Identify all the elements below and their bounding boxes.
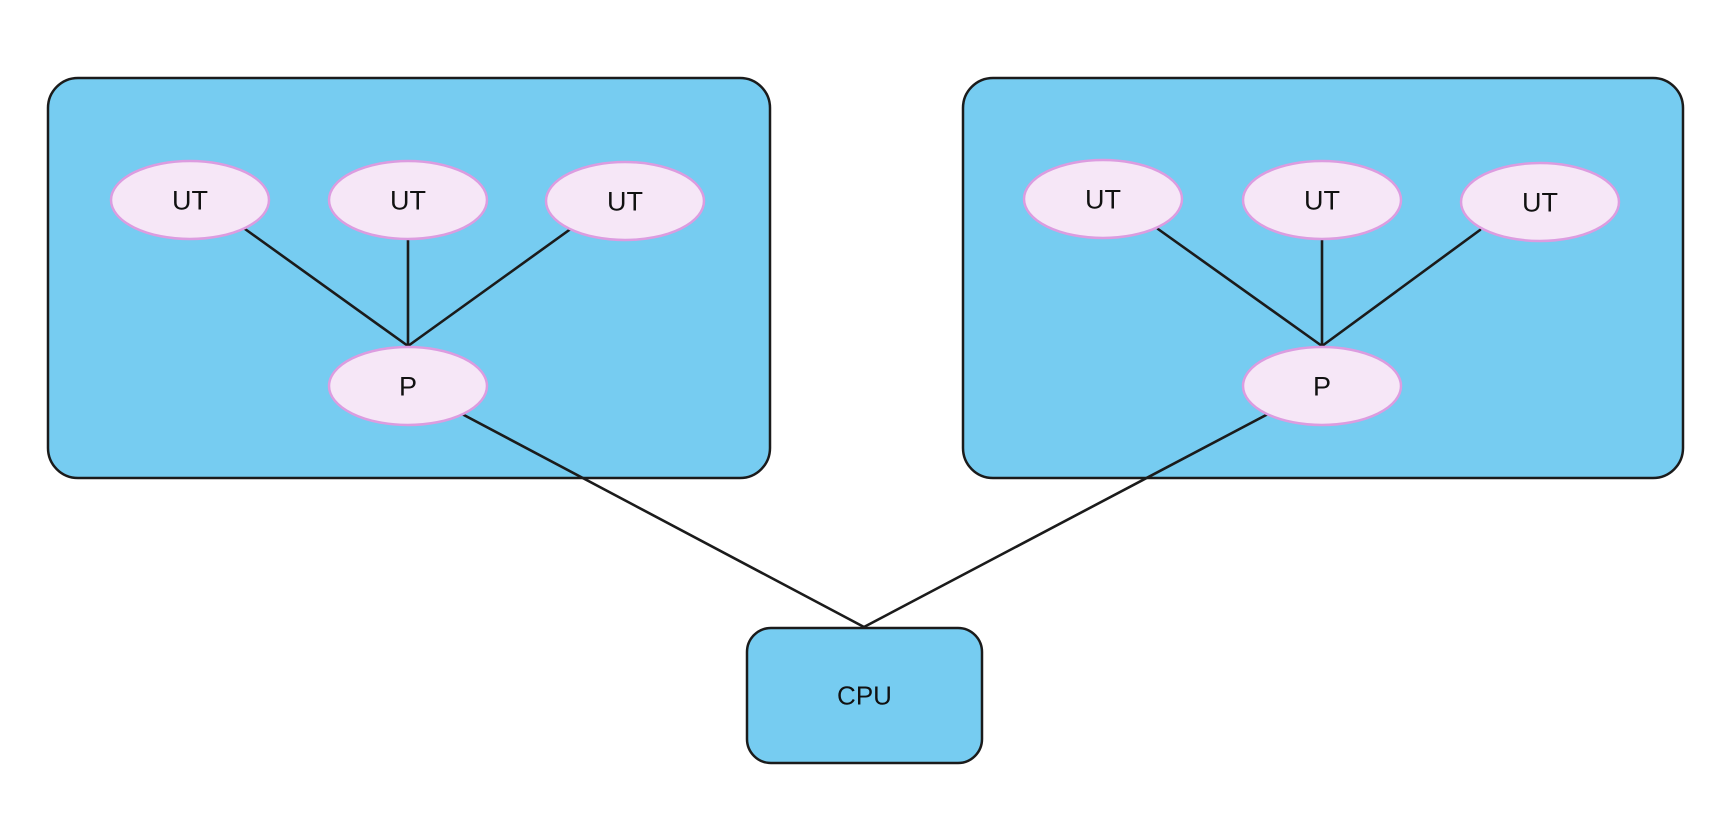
process-node-left xyxy=(327,345,489,427)
user-thread-node-left-3 xyxy=(544,160,706,242)
user-thread-node-right-2 xyxy=(1241,159,1403,241)
user-thread-node-right-3 xyxy=(1459,161,1621,243)
process-node-left-label: P xyxy=(399,371,417,401)
process-node-right-label: P xyxy=(1313,371,1331,401)
edge-right-ut1-to-p xyxy=(1156,227,1324,348)
user-thread-node-right-3-label: UT xyxy=(1522,187,1558,217)
process-node-right xyxy=(1241,345,1403,427)
edge-right-p-to-cpu xyxy=(862,412,1270,629)
edge-left-p-to-cpu xyxy=(460,412,866,629)
user-thread-node-left-1 xyxy=(109,159,271,241)
user-thread-node-right-2-label: UT xyxy=(1304,185,1340,215)
user-thread-node-left-3-label: UT xyxy=(607,186,643,216)
user-thread-node-left-1-label: UT xyxy=(172,185,208,215)
edge-left-ut1-to-p xyxy=(243,227,410,348)
edge-left-ut3-to-p xyxy=(406,226,574,348)
edge-right-ut3-to-p xyxy=(1320,228,1482,348)
cpu-node xyxy=(745,626,984,765)
user-thread-node-left-2 xyxy=(327,159,489,241)
user-thread-node-right-1-label: UT xyxy=(1085,184,1121,214)
user-thread-node-right-1 xyxy=(1022,158,1184,240)
cpu-node-label: CPU xyxy=(837,681,892,711)
user-thread-node-left-2-label: UT xyxy=(390,185,426,215)
